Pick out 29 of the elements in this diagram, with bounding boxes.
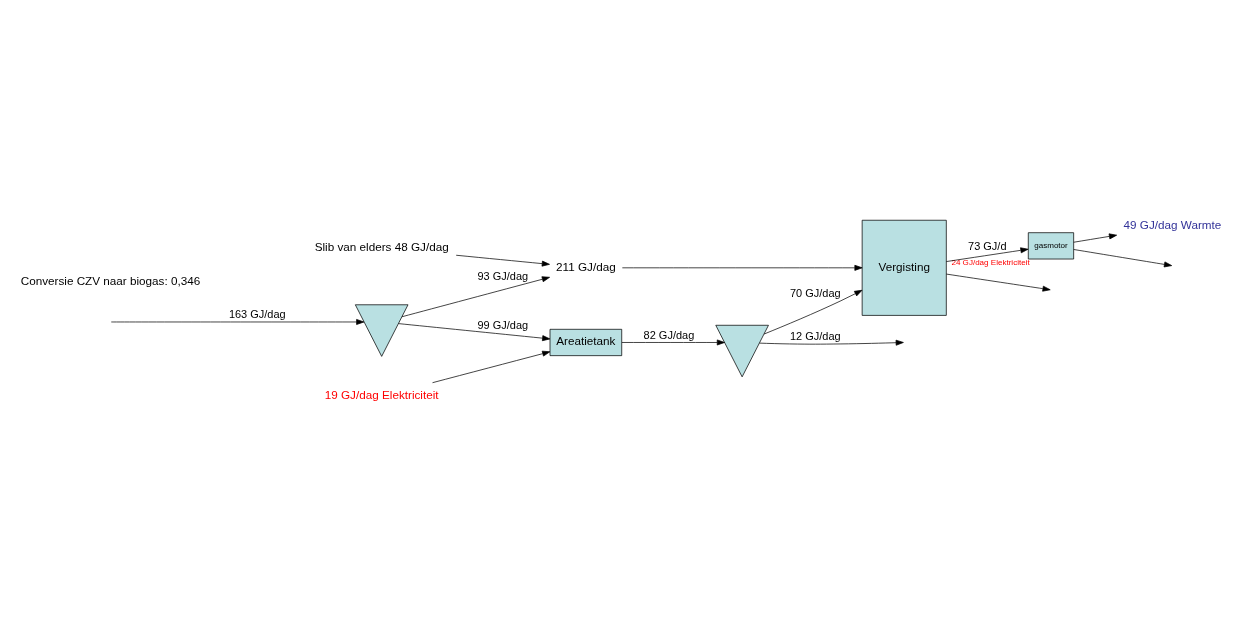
node-label: 24 GJ/dag Elektriciteit bbox=[951, 257, 1030, 267]
node-box: Areatietank bbox=[549, 328, 623, 356]
edge-label: 163 GJ/dag bbox=[228, 307, 286, 320]
arrow bbox=[432, 350, 551, 383]
node-text: Slib van elders 48 GJ/dag bbox=[314, 239, 449, 253]
arrow bbox=[621, 264, 863, 271]
arrow bbox=[398, 322, 551, 341]
edge-label: 70 GJ/dag bbox=[790, 286, 841, 299]
arrow bbox=[110, 318, 365, 325]
node-box: Vergisting bbox=[861, 219, 947, 316]
edge-label: 12 GJ/dag bbox=[790, 329, 841, 342]
edge-label: 93 GJ/dag bbox=[477, 269, 529, 282]
node-text: 19 GJ/dag Elektriciteit bbox=[324, 387, 439, 401]
label: Conversie CZV naar biogas: 0,346 bbox=[20, 273, 201, 287]
arrow bbox=[946, 246, 1029, 262]
edge-label: 99 GJ/dag bbox=[477, 318, 529, 331]
node-text: 211 GJ/dag bbox=[556, 259, 616, 273]
arrow bbox=[763, 289, 863, 334]
arrow bbox=[1073, 232, 1118, 243]
edge-label: 82 GJ/dag bbox=[643, 328, 695, 341]
arrow bbox=[401, 275, 550, 317]
node-text: 49 GJ/dag Warmte bbox=[1123, 217, 1222, 231]
arrow bbox=[946, 273, 1051, 292]
edge-label: 73 GJ/d bbox=[968, 239, 1007, 252]
node-box: gasmotor bbox=[1027, 231, 1075, 259]
arrow bbox=[759, 339, 904, 346]
arrow bbox=[621, 339, 725, 345]
arrow bbox=[1073, 248, 1173, 267]
arrow bbox=[455, 254, 550, 267]
